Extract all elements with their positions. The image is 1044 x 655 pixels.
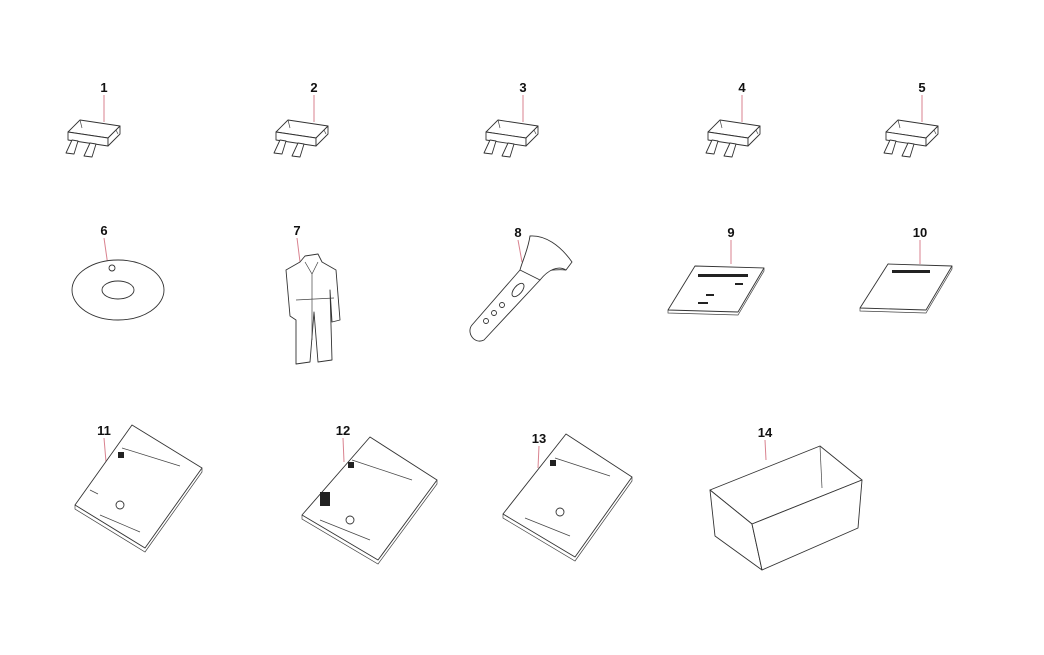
callout-2: 2: [310, 80, 317, 95]
part-12-manual: 12: [301, 423, 438, 565]
leader-line: [537, 445, 540, 469]
part-10-card: 10: [859, 225, 953, 314]
part-13-manual: 13: [502, 431, 633, 562]
callout-7: 7: [293, 223, 300, 238]
part-6-disc: 6: [71, 223, 165, 321]
leader-line: [342, 437, 345, 463]
leader-line: [296, 237, 301, 263]
part-4-fuse: 4: [705, 80, 761, 158]
callout-4: 4: [738, 80, 746, 95]
callout-8: 8: [514, 225, 521, 240]
callout-3: 3: [519, 80, 526, 95]
callout-10: 10: [913, 225, 927, 240]
part-14-box: 14: [709, 425, 863, 571]
callout-13: 13: [532, 431, 546, 446]
part-5-fuse: 5: [883, 80, 939, 158]
callout-6: 6: [100, 223, 107, 238]
callout-12: 12: [336, 423, 350, 438]
part-3-fuse: 3: [483, 80, 539, 158]
part-7-coverall: 7: [285, 223, 341, 365]
part-11-manual: 11: [74, 423, 203, 553]
leader-line: [764, 439, 767, 461]
callout-11: 11: [97, 423, 111, 438]
callout-5: 5: [918, 80, 925, 95]
part-2-fuse: 2: [273, 80, 329, 158]
leader-line: [103, 437, 107, 463]
callout-14: 14: [758, 425, 773, 440]
leader-line: [517, 239, 523, 263]
part-8-flashlight: 8: [469, 225, 573, 342]
part-9-card: 9: [667, 225, 765, 316]
callout-1: 1: [100, 80, 107, 95]
part-1-fuse: 1: [65, 80, 121, 158]
callout-9: 9: [727, 225, 734, 240]
